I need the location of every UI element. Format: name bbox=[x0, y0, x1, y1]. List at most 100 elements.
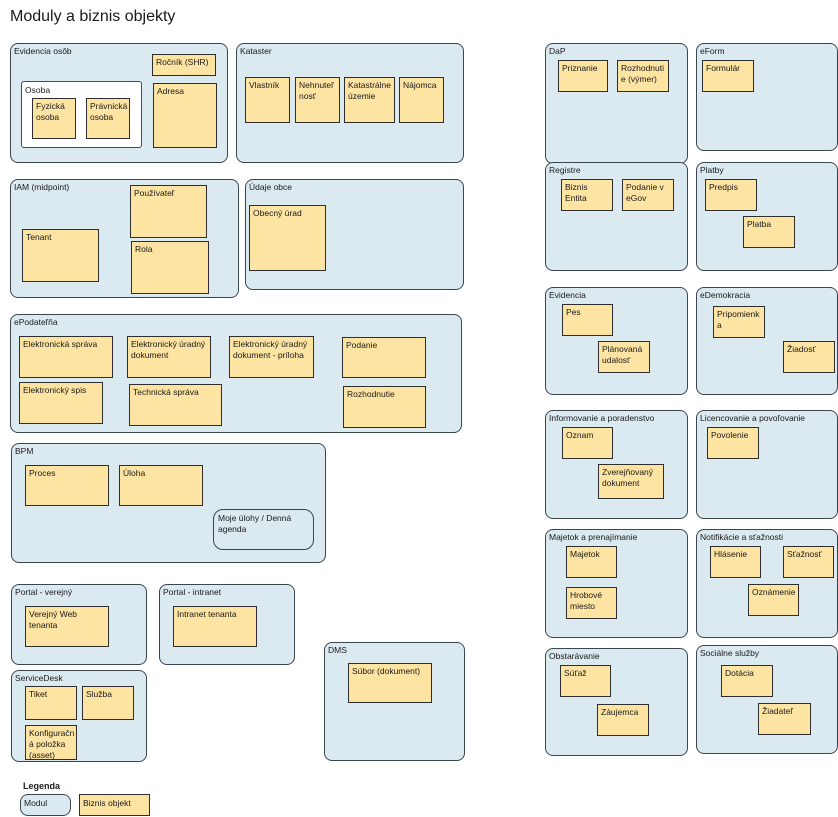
module-label: Portal - intranet bbox=[163, 587, 222, 597]
object-katastralne-uzemie: Katastrálne územie bbox=[344, 77, 395, 123]
object-sluzba: Služba bbox=[82, 686, 134, 720]
module-label: Portal - verejný bbox=[15, 587, 73, 597]
legend-object-swatch: Biznis objekt bbox=[79, 794, 150, 816]
module-portal-verejny: Portal - verejný Verejný Web tenanta bbox=[11, 584, 147, 665]
object-pravnicka-osoba: Právnická osoba bbox=[86, 98, 130, 139]
module-licencovanie: Licencovanie a povoľovanie Povolenie bbox=[696, 410, 838, 519]
module-platby: Platby Predpis Platba bbox=[696, 162, 838, 271]
object-pouzivatel: Používateľ bbox=[130, 185, 207, 238]
object-nehnutelnost: Nehnuteľ nosť bbox=[295, 77, 340, 123]
module-dap: DaP Priznanie Rozhodnuti e (výmer) bbox=[545, 43, 688, 164]
object-formular: Formulár bbox=[702, 60, 754, 92]
object-platba: Platba bbox=[743, 216, 795, 248]
object-ziadatel: Žiadateľ bbox=[758, 703, 811, 735]
object-predpis: Predpis bbox=[705, 179, 757, 211]
module-label: DMS bbox=[328, 645, 347, 655]
module-label: Obstarávanie bbox=[549, 651, 600, 661]
object-pes: Pes bbox=[562, 304, 613, 336]
object-najomca: Nájomca bbox=[399, 77, 444, 123]
module-informovanie: Informovanie a poradenstvo Oznam Zverejň… bbox=[545, 410, 688, 519]
legend-title: Legenda bbox=[23, 781, 61, 791]
group-label: Osoba bbox=[25, 85, 51, 95]
module-evidencia: Evidencia Pes Plánovaná udalosť bbox=[545, 287, 688, 395]
module-eform: eForm Formulár bbox=[696, 43, 838, 151]
object-elektronicky-uradny-dokument: Elektronický úradný dokument bbox=[127, 336, 211, 378]
object-ziadost: Žiadosť bbox=[783, 341, 835, 373]
object-subor: Súbor (dokument) bbox=[348, 663, 432, 703]
object-obecny-urad: Obecný úrad bbox=[249, 205, 326, 271]
module-label: eForm bbox=[700, 46, 725, 56]
object-uradny-dokument-priloha: Elektronický úradný dokument - príloha bbox=[229, 336, 314, 378]
object-priznanie: Priznanie bbox=[558, 60, 608, 92]
module-iam: IAM (midpoint) Tenant Používateľ Rola bbox=[10, 179, 239, 298]
object-hlasenie: Hlásenie bbox=[710, 546, 761, 578]
module-servicedesk: ServiceDesk Tiket Služba Konfiguračn á p… bbox=[11, 670, 147, 762]
group-osoba: Osoba Fyzická osoba Právnická osoba bbox=[21, 81, 142, 148]
module-epodatelna: ePodateľňa Elektronická správa Elektroni… bbox=[10, 314, 462, 433]
object-tiket: Tiket bbox=[25, 686, 77, 720]
object-tenant: Tenant bbox=[22, 229, 99, 282]
module-moje-ulohy: Moje úlohy / Denná agenda bbox=[213, 509, 314, 550]
module-registre: Registre Biznis Entita Podanie v eGov bbox=[545, 162, 688, 271]
legend-module-swatch: Modul bbox=[20, 794, 71, 816]
module-label: DaP bbox=[549, 46, 566, 56]
module-label: Majetok a prenajímanie bbox=[549, 532, 638, 542]
module-label: Kataster bbox=[240, 46, 272, 56]
module-label: ServiceDesk bbox=[15, 673, 63, 683]
object-zverejnovany-dokument: Zverejňovaný dokument bbox=[598, 464, 664, 499]
object-oznam: Oznam bbox=[562, 427, 613, 459]
module-label: Evidencia osôb bbox=[14, 46, 72, 56]
object-fyzicka-osoba: Fyzická osoba bbox=[32, 98, 76, 139]
object-planovana-udalost: Plánovaná udalosť bbox=[598, 341, 650, 373]
object-pripomienka: Pripomienk a bbox=[713, 306, 765, 338]
module-label: BPM bbox=[15, 446, 34, 456]
object-elektronicka-sprava: Elektronická správa bbox=[19, 336, 113, 378]
object-konfiguracna-polozka: Konfiguračn á položka (asset) bbox=[25, 725, 77, 760]
object-proces: Proces bbox=[25, 465, 109, 506]
module-notifikacie: Notifikácie a sťažnosti Hlásenie Sťažnos… bbox=[696, 529, 838, 638]
object-rocnik: Ročník (SHR) bbox=[152, 54, 216, 76]
object-vlastnik: Vlastník bbox=[245, 77, 290, 123]
module-label: eDemokracia bbox=[700, 290, 751, 300]
module-label: Registre bbox=[549, 165, 581, 175]
object-dotacia: Dotácia bbox=[721, 665, 773, 697]
module-evidencia-osob: Evidencia osôb Ročník (SHR) Adresa Osoba… bbox=[10, 43, 228, 163]
object-oznamenie: Oznámenie bbox=[748, 584, 799, 616]
module-label: Platby bbox=[700, 165, 724, 175]
object-intranet-tenanta: Intranet tenanta bbox=[173, 606, 257, 647]
module-label: Licencovanie a povoľovanie bbox=[700, 413, 806, 423]
module-socialne-sluzby: Sociálne služby Dotácia Žiadateľ bbox=[696, 645, 838, 754]
object-podanie-egov: Podanie v eGov bbox=[622, 179, 674, 211]
object-sutaz: Súťaž bbox=[560, 665, 611, 697]
module-label: Evidencia bbox=[549, 290, 586, 300]
object-uloha: Úloha bbox=[119, 465, 203, 506]
page-title: Moduly a biznis objekty bbox=[10, 8, 176, 25]
module-label: ePodateľňa bbox=[14, 317, 58, 327]
object-elektronicky-spis: Elektronický spis bbox=[19, 382, 103, 424]
module-bpm: BPM Proces Úloha Moje úlohy / Denná agen… bbox=[11, 443, 326, 563]
module-udaje-obce: Údaje obce Obecný úrad bbox=[245, 179, 464, 290]
object-majetok: Majetok bbox=[566, 546, 617, 578]
object-zaujemca: Záujemca bbox=[597, 704, 649, 736]
object-povolenie: Povolenie bbox=[707, 427, 759, 459]
module-obstaravanie: Obstarávanie Súťaž Záujemca bbox=[545, 648, 688, 756]
module-edemokracia: eDemokracia Pripomienk a Žiadosť bbox=[696, 287, 838, 395]
object-biznis-entita: Biznis Entita bbox=[561, 179, 613, 211]
object-rozhodnutie-vymer: Rozhodnuti e (výmer) bbox=[617, 60, 669, 92]
module-label: Údaje obce bbox=[249, 182, 293, 192]
module-label: IAM (midpoint) bbox=[14, 182, 70, 192]
object-technicka-sprava: Technická správa bbox=[129, 384, 222, 426]
object-rola: Rola bbox=[131, 241, 209, 294]
module-kataster: Kataster Vlastník Nehnuteľ nosť Katastrá… bbox=[236, 43, 464, 163]
object-verejny-web: Verejný Web tenanta bbox=[25, 606, 109, 647]
module-label: Sociálne služby bbox=[700, 648, 760, 658]
module-label: Notifikácie a sťažnosti bbox=[700, 532, 784, 542]
object-hrobove-miesto: Hrobové miesto bbox=[566, 587, 617, 619]
module-majetok: Majetok a prenajímanie Majetok Hrobové m… bbox=[545, 529, 688, 638]
object-adresa: Adresa bbox=[153, 83, 217, 148]
module-label: Informovanie a poradenstvo bbox=[549, 413, 655, 423]
object-podanie: Podanie bbox=[342, 337, 426, 378]
module-dms: DMS Súbor (dokument) bbox=[324, 642, 465, 761]
object-rozhodnutie: Rozhodnutie bbox=[343, 386, 426, 428]
module-portal-intranet: Portal - intranet Intranet tenanta bbox=[159, 584, 295, 665]
